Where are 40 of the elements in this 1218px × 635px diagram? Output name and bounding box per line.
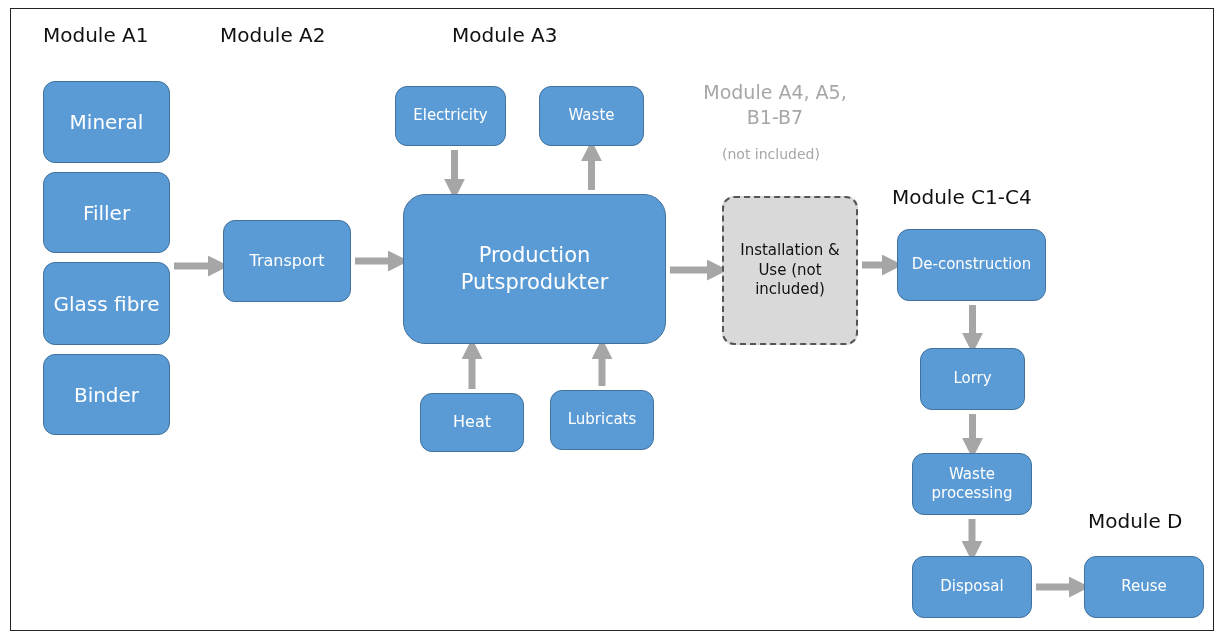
node-text: Mineral: [69, 109, 144, 135]
node-text: Lubricats: [567, 410, 637, 430]
process-box: [420, 393, 524, 452]
process-box: [43, 81, 170, 163]
process-box: [395, 86, 506, 146]
note-text: (not included): [722, 145, 820, 164]
process-box: [223, 220, 351, 302]
process-box: [43, 172, 170, 253]
node-text: Putsprodukter: [460, 269, 609, 296]
node-text: Glass fibre: [53, 290, 160, 317]
process-box: [1084, 556, 1204, 618]
node-text: Waste: [568, 106, 615, 126]
process-box: [897, 229, 1046, 301]
module-heading: Module D: [1088, 508, 1183, 534]
process-box: [43, 354, 170, 435]
node-text: Reuse: [1121, 577, 1167, 597]
node-text: Production: [478, 241, 591, 269]
node-text: Electricity: [413, 106, 488, 126]
process-box: [43, 262, 170, 345]
module-heading: Module A1: [43, 22, 149, 48]
module-heading: Module A2: [220, 22, 326, 48]
node-text: Binder: [73, 381, 140, 408]
process-box: [403, 194, 666, 344]
process-box: [539, 86, 644, 146]
note-text: Module A4, A5, B1-B7: [702, 80, 848, 130]
process-box: [912, 453, 1032, 515]
process-box: [550, 390, 654, 450]
node-text: Disposal: [940, 577, 1004, 597]
process-box: [912, 556, 1032, 618]
node-text: Waste processing: [930, 464, 1014, 504]
node-text: De-construction: [911, 255, 1032, 275]
node-text: Lorry: [953, 369, 992, 389]
module-heading: Module C1-C4: [892, 184, 1032, 210]
excluded-stage-box: [722, 196, 858, 345]
module-heading: Module A3: [452, 22, 558, 48]
node-text: Transport: [249, 250, 325, 272]
node-text: Heat: [453, 412, 491, 433]
node-text: Filler: [82, 199, 131, 226]
node-text: Installation & Use (not included): [739, 241, 841, 300]
process-box: [920, 348, 1025, 410]
